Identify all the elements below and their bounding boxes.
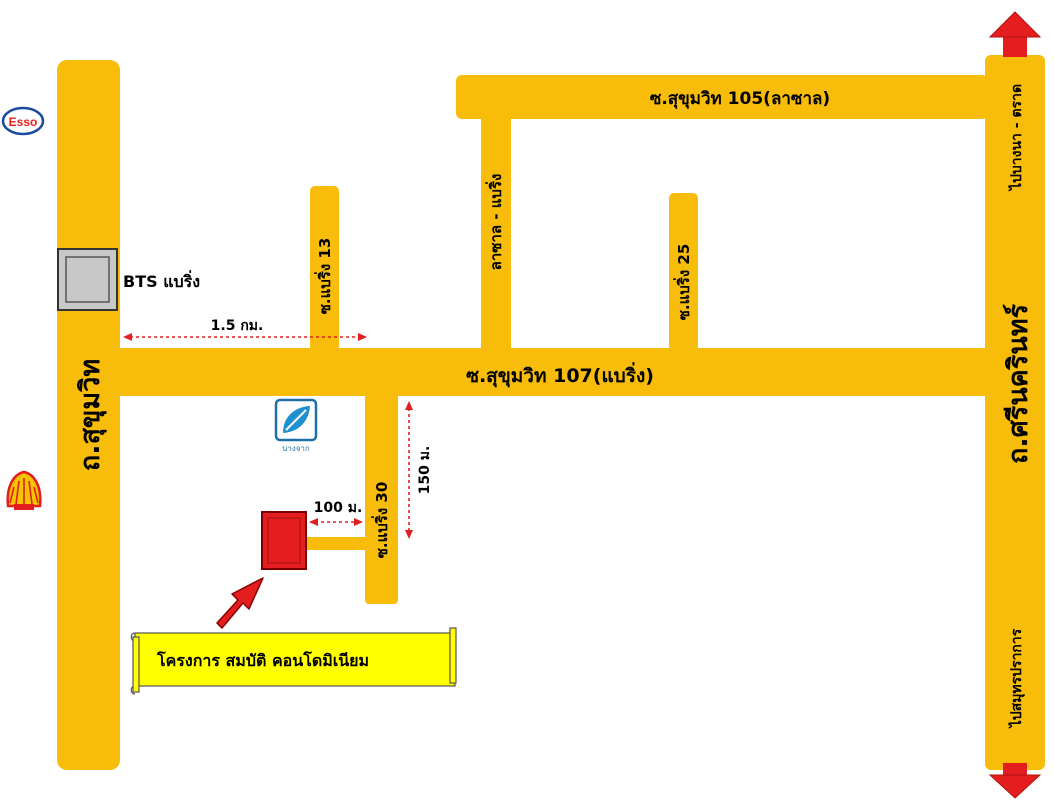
- distance-soi30-length-label: 150 ม.: [417, 446, 433, 495]
- bts-station-label: BTS แบริ่ง: [123, 270, 200, 291]
- distance-bts-to-soi13-label: 1.5 กม.: [211, 318, 264, 334]
- soi-bearing-13-road: [310, 186, 339, 351]
- north-direction-arrow-icon: [988, 11, 1042, 57]
- soi-sukhumvit-107-road: [118, 348, 988, 396]
- project-access-road: [303, 537, 367, 550]
- srinakarin-road: [985, 55, 1045, 770]
- soi-sukhumvit-105-road: [456, 75, 988, 119]
- sukhumvit-road: [57, 60, 120, 770]
- soi-bearing-25-label: ซ.แบริ่ง 25: [673, 244, 693, 321]
- soi-bearing-13-label: ซ.แบริ่ง 13: [314, 238, 334, 315]
- shell-logo-icon: [6, 470, 42, 510]
- sukhumvit-road-label: ถ.สุขุมวิท: [75, 359, 107, 471]
- soi-bearing-30-label: ซ.แบริ่ง 30: [371, 482, 391, 559]
- dimension-to-project: [309, 518, 363, 526]
- south-direction-arrow-icon: [988, 763, 1042, 799]
- svg-text:บางจาก: บางจาก: [282, 444, 310, 453]
- dimension-bts-to-soi13: [123, 333, 367, 341]
- srinakarin-road-label: ถ.ศรีนครินทร์: [1002, 303, 1034, 464]
- lasalle-bearing-road: [481, 115, 511, 351]
- esso-logo-icon: Esso: [1, 106, 45, 136]
- dimension-soi30-length: [405, 401, 413, 539]
- project-building-icon: [261, 511, 307, 570]
- project-pointer-arrow-icon: [216, 577, 264, 629]
- soi-sukhumvit-105-label: ซ.สุขุมวิท 105(ลาซาล): [650, 89, 830, 109]
- project-name-label: โครงการ สมบัติ คอนโดมิเนียม: [156, 650, 369, 670]
- soi-bearing-30-road: [365, 393, 398, 604]
- soi-bearing-25-road: [669, 193, 698, 351]
- bts-station-icon: [57, 248, 118, 311]
- distance-to-project-label: 100 ม.: [314, 500, 363, 516]
- soi-sukhumvit-107-label: ซ.สุขุมวิท 107(แบริ่ง): [466, 362, 654, 388]
- lasalle-bearing-label: ลาซาล - แบริ่ง: [485, 174, 505, 271]
- bangchak-logo-icon: บางจาก: [274, 398, 318, 453]
- direction-south-label: ไปสมุทรปราการ: [1007, 628, 1025, 729]
- svg-text:Esso: Esso: [9, 115, 38, 129]
- project-name-banner: [130, 627, 457, 695]
- direction-north-label: ไปบางนา - ตราด: [1007, 84, 1025, 192]
